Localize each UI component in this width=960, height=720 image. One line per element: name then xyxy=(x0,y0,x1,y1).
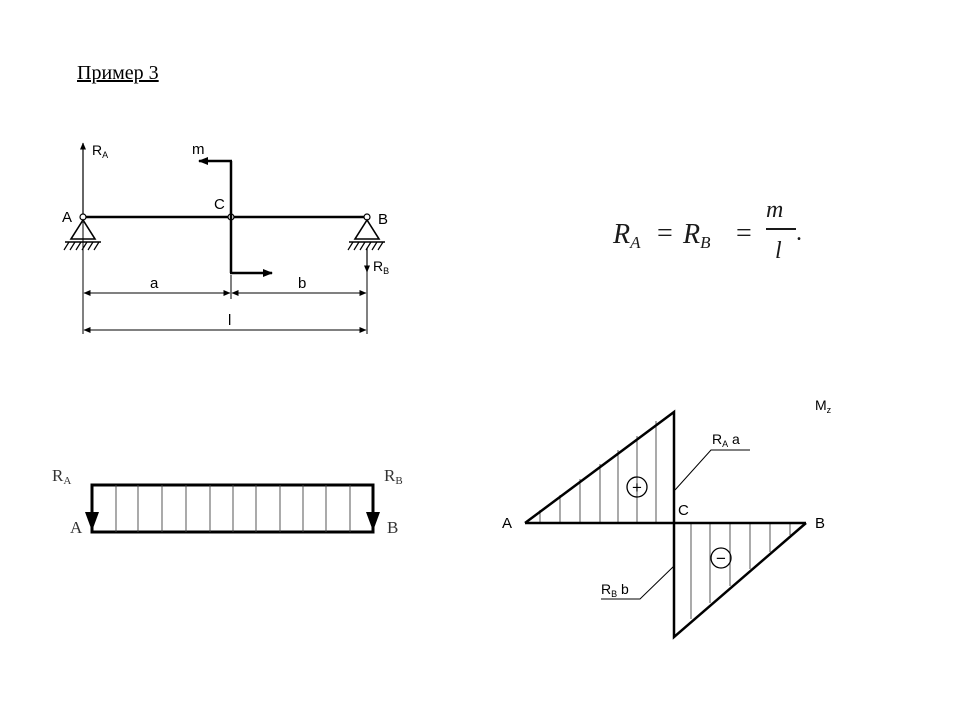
moment-positive-hatching xyxy=(539,421,657,523)
shear-area xyxy=(90,483,375,534)
dimension-l-label: l xyxy=(228,312,231,329)
reaction-A-label: RA xyxy=(92,142,108,160)
beam-scheme: RA RB m A C B a b l xyxy=(62,141,389,334)
point-C-label: C xyxy=(214,196,225,213)
moment-pos-value: RA a xyxy=(712,431,740,449)
dimension-lines xyxy=(82,222,368,334)
shear-B-label: B xyxy=(387,518,398,537)
moment-B-label: B xyxy=(815,515,825,532)
dimension-b-label: b xyxy=(298,275,306,292)
dimension-a-label: a xyxy=(150,275,159,292)
moment-axis-label: Mz xyxy=(815,397,832,415)
shear-arrow-B xyxy=(366,512,380,531)
plus-sign-circle xyxy=(626,476,648,498)
moment-positive-area xyxy=(524,409,676,525)
shear-hatching xyxy=(115,485,351,532)
support-B xyxy=(347,218,385,251)
page-title: Пример 3 xyxy=(77,62,159,84)
svg-text:m: m xyxy=(766,197,783,223)
moment-negative-area xyxy=(672,522,807,640)
moment-couple xyxy=(198,157,273,277)
shear-diagram: RA RB A B xyxy=(52,466,403,537)
shear-RA-label: RA xyxy=(52,466,71,487)
minus-sign: − xyxy=(716,549,726,568)
svg-text:l: l xyxy=(775,238,782,264)
shear-A-label: A xyxy=(70,518,83,537)
moment-C-label: C xyxy=(678,502,689,519)
plus-sign: + xyxy=(632,478,642,497)
shear-RB-label: RB xyxy=(384,466,403,487)
point-B-label: B xyxy=(378,211,388,228)
moment-A-label: A xyxy=(502,515,512,532)
svg-text:=: = xyxy=(736,218,752,249)
reaction-formula: RA = RB = m l . xyxy=(612,197,802,264)
moment-label: m xyxy=(192,141,205,158)
point-A-label: A xyxy=(62,209,72,226)
leader-RA-a xyxy=(674,449,750,491)
svg-text:RA: RA xyxy=(612,219,641,252)
reaction-B-label: RB xyxy=(373,258,389,276)
leader-RB-b xyxy=(601,565,675,600)
moment-neg-value: RB b xyxy=(601,581,629,599)
svg-text:RB: RB xyxy=(682,219,711,252)
minus-sign-circle xyxy=(710,547,732,569)
shear-arrow-A xyxy=(85,512,99,531)
moment-diagram: Mz + − RA a RB b xyxy=(502,397,832,640)
moment-negative-hatching xyxy=(690,523,791,619)
svg-text:=: = xyxy=(657,218,673,249)
svg-text:.: . xyxy=(796,220,802,246)
